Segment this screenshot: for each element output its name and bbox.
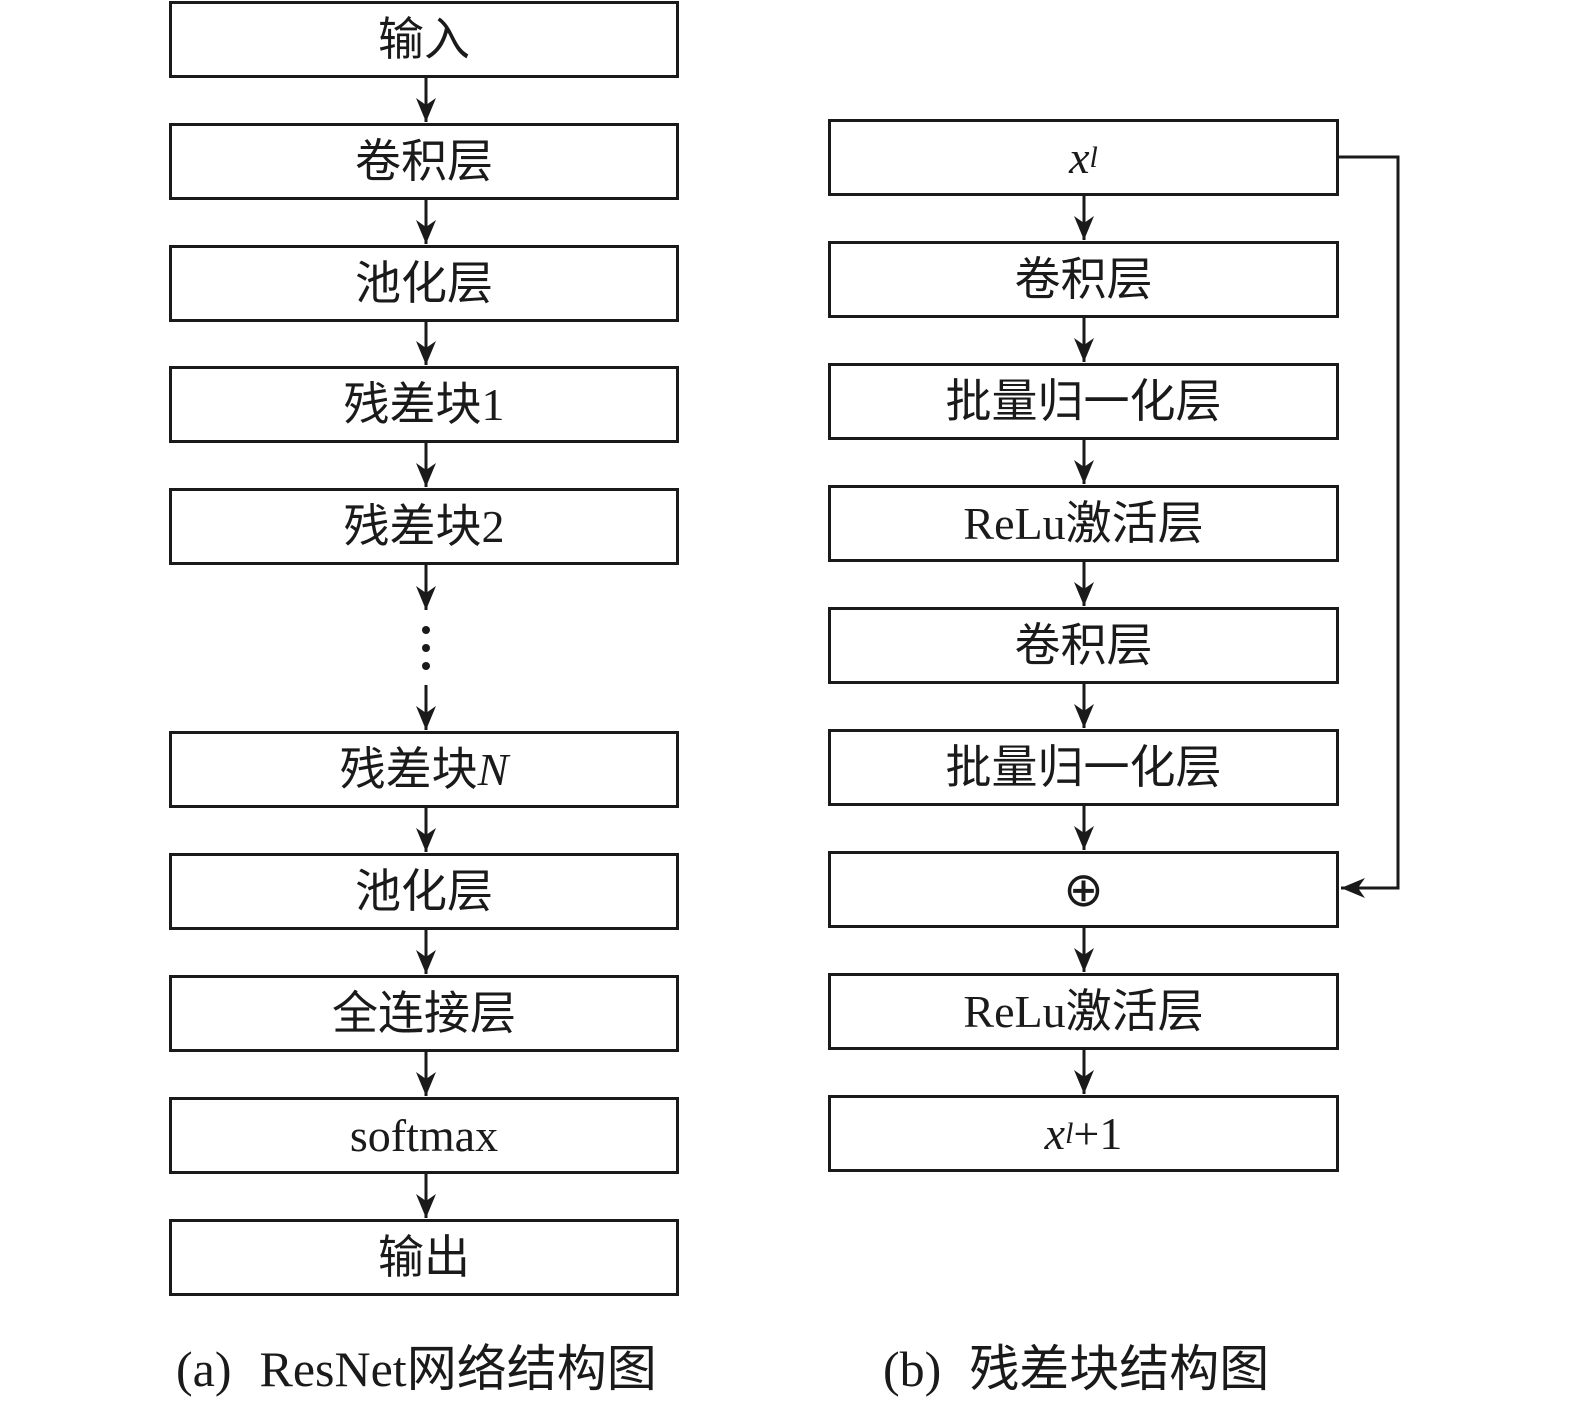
- conv-layer-box-b1: 卷积层: [828, 241, 1339, 318]
- conv-layer-label: 卷积层: [355, 135, 493, 187]
- xl-sub: l: [1089, 140, 1098, 174]
- ellipsis-vertical: [419, 626, 433, 670]
- pooling-layer-2-box: 池化层: [169, 853, 679, 930]
- caption-a-text: ResNet网络结构图: [259, 1341, 657, 1397]
- softmax-label: softmax: [349, 1109, 499, 1161]
- caption-a: (a) ResNet网络结构图: [176, 1344, 657, 1394]
- caption-b-text: 残差块结构图: [969, 1341, 1270, 1397]
- input-box: 输入: [169, 1, 679, 78]
- pooling-layer-2-label: 池化层: [355, 865, 493, 917]
- oplus-icon: ⊕: [1063, 861, 1104, 918]
- ellipsis-dot: [422, 644, 430, 652]
- batch-norm-label-b1: 批量归一化层: [945, 375, 1222, 427]
- residual-block-n-label: 残差块: [339, 743, 478, 795]
- output-label: 输出: [378, 1231, 470, 1283]
- residual-block-1-box: 残差块1: [169, 366, 679, 443]
- softmax-box: softmax: [169, 1097, 679, 1174]
- xl-var: x: [1069, 131, 1090, 183]
- xl-out-suffix: +1: [1073, 1107, 1123, 1159]
- pooling-layer-box: 池化层: [169, 245, 679, 322]
- conv-layer-box-b2: 卷积层: [828, 607, 1339, 684]
- conv-layer-box: 卷积层: [169, 123, 679, 200]
- xl-out-var: x: [1044, 1107, 1066, 1159]
- batch-norm-box-b1: 批量归一化层: [828, 363, 1339, 440]
- fully-connected-layer-label: 全连接层: [332, 987, 516, 1039]
- xl-out-sub: l: [1065, 1116, 1074, 1150]
- input-label: 输入: [378, 13, 470, 65]
- caption-a-tag: (a): [176, 1341, 232, 1397]
- relu-label-b2: ReLu激活层: [963, 985, 1204, 1037]
- fully-connected-layer-box: 全连接层: [169, 975, 679, 1052]
- residual-block-2-label: 残差块2: [343, 500, 505, 552]
- addition-box: ⊕: [828, 851, 1339, 928]
- output-box: 输出: [169, 1219, 679, 1296]
- conv-layer-label-b1: 卷积层: [1014, 253, 1153, 305]
- residual-block-n-symbol: N: [477, 743, 509, 795]
- caption-b: (b) 残差块结构图: [883, 1344, 1269, 1394]
- conv-layer-label-b2: 卷积层: [1014, 619, 1153, 671]
- batch-norm-box-b2: 批量归一化层: [828, 729, 1339, 806]
- caption-b-tag: (b): [883, 1341, 942, 1397]
- ellipsis-dot: [422, 662, 430, 670]
- relu-box-b1: ReLu激活层: [828, 485, 1339, 562]
- skip-connection-arrow: [1339, 155, 1400, 898]
- pooling-layer-label: 池化层: [355, 257, 493, 309]
- relu-label-b1: ReLu激活层: [963, 497, 1204, 549]
- residual-block-2-box: 残差块2: [169, 488, 679, 565]
- ellipsis-dot: [422, 626, 430, 634]
- residual-block-1-label: 残差块1: [343, 378, 505, 430]
- batch-norm-label-b2: 批量归一化层: [945, 741, 1222, 793]
- relu-box-b2: ReLu激活层: [828, 973, 1339, 1050]
